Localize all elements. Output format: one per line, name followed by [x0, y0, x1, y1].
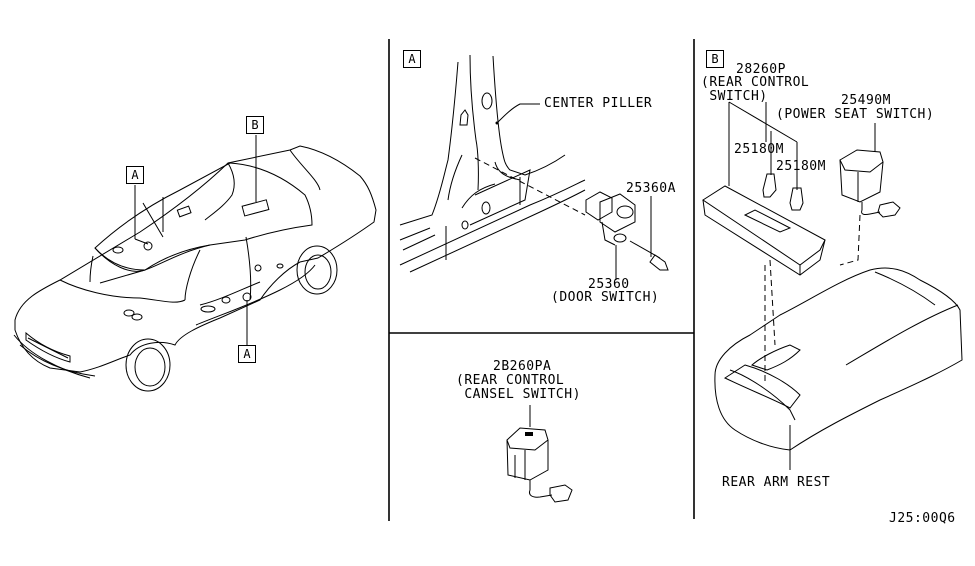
- rear-control-switch-name-line2: SWITCH): [701, 88, 768, 105]
- part-number-25490m: 25490M: [841, 92, 891, 109]
- car-illustration: [13, 135, 377, 392]
- part-number-28260p: 28260P: [736, 61, 786, 78]
- reference-code: J25:00Q6: [889, 510, 956, 527]
- cancel-switch-name-line2: CANSEL SWITCH): [456, 386, 581, 403]
- part-number-25360a: 25360A: [626, 180, 676, 197]
- center-pillar-label: CENTER PILLER: [544, 95, 653, 112]
- section-b-label: B: [706, 50, 724, 68]
- callout-box-b: B: [246, 116, 264, 134]
- section-a-label: A: [403, 50, 421, 68]
- cancel-switch-illustration: [506, 405, 573, 503]
- callout-box-a-top: A: [126, 166, 144, 184]
- part-number-25180m-2: 25180M: [776, 158, 826, 175]
- part-number-2b260pa: 2B260PA: [493, 358, 552, 375]
- center-pillar-illustration: [399, 54, 586, 273]
- door-switch-illustration: [585, 191, 669, 280]
- rear-arm-rest-illustration: [714, 267, 963, 470]
- cancel-switch-name-line1: (REAR CONTROL: [456, 372, 565, 389]
- door-switch-name: (DOOR SWITCH): [551, 289, 660, 306]
- part-number-25360: 25360: [588, 276, 630, 293]
- rear-control-switch-illustration: [702, 101, 826, 385]
- power-seat-switch-name: (POWER SEAT SWITCH): [776, 106, 935, 123]
- callout-box-a-bottom: A: [238, 345, 256, 363]
- rear-control-switch-name-line1: (REAR CONTROL: [701, 74, 810, 91]
- power-seat-switch-illustration: [839, 123, 901, 266]
- rear-arm-rest-label: REAR ARM REST: [722, 474, 831, 491]
- part-number-25180m-1: 25180M: [734, 141, 784, 158]
